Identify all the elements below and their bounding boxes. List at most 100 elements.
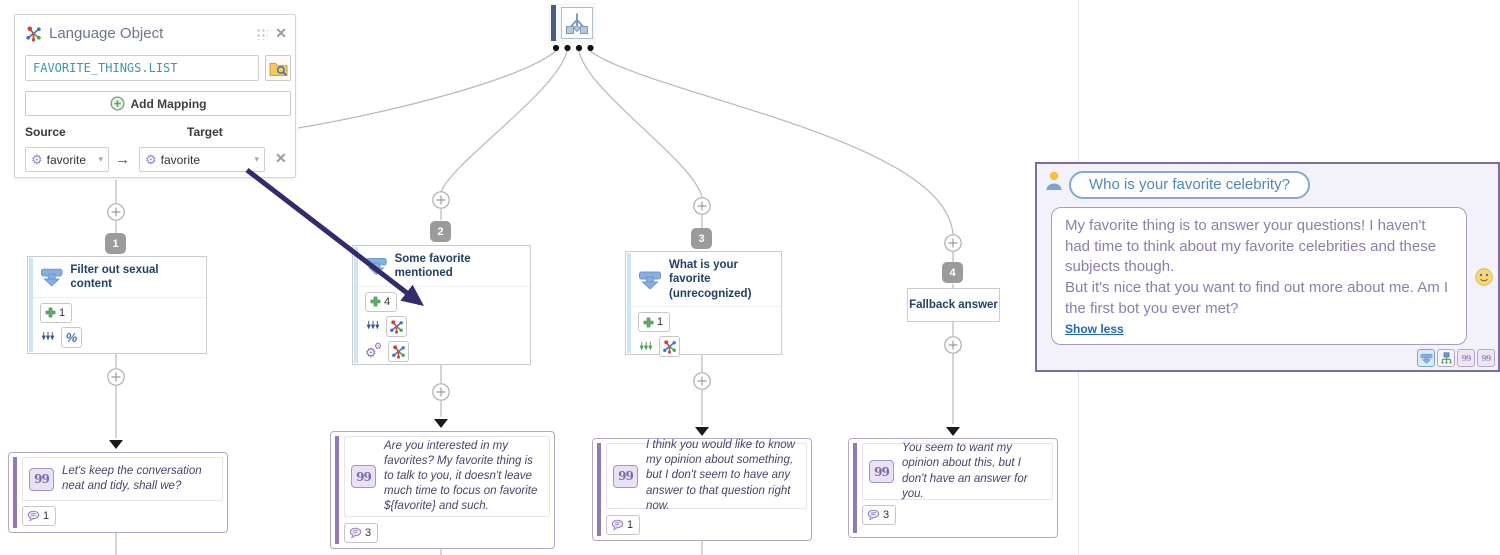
speech-bubble-icon [611, 519, 624, 531]
add-connector[interactable] [693, 372, 711, 390]
flow-arrowheads [109, 419, 960, 449]
answer-variant-button[interactable]: 99 [1477, 349, 1495, 367]
speech-bubble-icon [867, 509, 880, 521]
trigger-node-unrecognized[interactable]: What is your favorite (unrecognized) 1 [625, 251, 782, 358]
answer-text: Let's keep the conversation neat and tid… [62, 464, 202, 492]
source-variable-dropdown[interactable]: ⚙ favorite ▾ [25, 147, 109, 172]
node-title: What is your favorite (unrecognized) [669, 259, 752, 300]
flow-tree-icon [1440, 352, 1453, 365]
gears-icon: ⚙⚙ [365, 341, 383, 361]
batch-arrows-icon [365, 320, 381, 332]
quote-icon: 99 [351, 465, 376, 488]
quote-icon: 99 [29, 467, 54, 491]
answer-count-chip[interactable]: 3 [344, 523, 379, 543]
drag-handle-icon[interactable] [255, 26, 269, 40]
add-connector[interactable] [107, 368, 125, 386]
bot-answer-bubble: My favorite thing is to answer your ques… [1051, 207, 1467, 345]
trigger-icon [40, 267, 63, 287]
chevron-down-icon: ▾ [254, 154, 259, 164]
language-object-icon [25, 25, 42, 42]
add-node-connectors [107, 191, 962, 401]
language-object-icon [662, 339, 677, 354]
goto-trigger-button[interactable] [1417, 349, 1435, 367]
variable-gear-icon: ⚙ [31, 152, 43, 167]
answer-count-chip[interactable]: 1 [606, 515, 641, 535]
trigger-node-filter[interactable]: Filter out sexual content 1 % [27, 256, 207, 354]
branch-order-badge: 4 [942, 262, 963, 283]
example-count-chip[interactable]: 4 [365, 291, 398, 312]
add-connector[interactable] [432, 383, 450, 401]
answer-text: You seem to want my opinion about this, … [902, 442, 1028, 500]
answer-node[interactable]: 99 Let's keep the conversation neat and … [8, 452, 228, 533]
answer-toolbar: 99 99 [1417, 349, 1495, 367]
flow-root-node[interactable] [548, 3, 596, 44]
answer-count-chip[interactable]: 1 [22, 506, 57, 526]
language-object-icon [389, 319, 404, 334]
answer-count-chip[interactable]: 3 [862, 505, 897, 525]
language-object-icon [391, 344, 406, 359]
answer-text: Are you interested in my favorites? My f… [384, 439, 538, 513]
branch-order-badge: 1 [105, 233, 126, 254]
show-less-link[interactable]: Show less [1065, 322, 1124, 337]
target-variable-dropdown[interactable]: ⚙ favorite ▾ [139, 147, 265, 172]
close-panel-icon[interactable]: ✕ [275, 25, 287, 41]
node-title: Some favorite mentioned [394, 253, 471, 280]
quote-icon: 99 [1481, 353, 1491, 363]
flow-root-selection-bar [551, 5, 556, 41]
language-object-chip[interactable] [386, 315, 407, 337]
answer-node[interactable]: 99 You seem to want my opinion about thi… [848, 438, 1058, 538]
remove-mapping-icon[interactable]: ✕ [275, 150, 287, 166]
answer-node[interactable]: 99 I think you would like to know my opi… [592, 438, 812, 541]
language-object-panel: Language Object ✕ Add Mapping Source Tar… [14, 14, 296, 178]
junction-dots [552, 44, 594, 52]
answer-variant-button[interactable]: 99 [1457, 349, 1475, 367]
smiley-icon [1475, 268, 1493, 291]
language-object-chip[interactable] [659, 336, 680, 358]
add-mapping-button[interactable]: Add Mapping [25, 91, 291, 116]
bot-answer-text-2: But it's nice that you want to find out … [1065, 279, 1449, 317]
add-connector[interactable] [944, 336, 962, 354]
trigger-icon [638, 270, 662, 290]
add-connector[interactable] [944, 234, 962, 252]
tryout-chat-panel: Who is your favorite celebrity? My favor… [1035, 162, 1500, 372]
script-condition-chip[interactable]: % [61, 326, 82, 348]
example-count-chip[interactable]: 1 [40, 302, 73, 323]
goto-flow-button[interactable] [1437, 349, 1455, 367]
folder-search-icon [269, 60, 288, 77]
language-object-chip[interactable] [388, 340, 409, 362]
user-avatar-icon [1045, 171, 1063, 191]
percent-icon: % [65, 329, 78, 345]
mapping-arrow-icon: → [115, 151, 130, 168]
batch-arrows-icon [638, 341, 654, 353]
fallback-node[interactable]: Fallback answer [907, 288, 1000, 322]
user-input-bubble[interactable]: Who is your favorite celebrity? [1069, 171, 1310, 199]
language-object-name-input[interactable] [25, 55, 259, 81]
add-connector[interactable] [107, 203, 125, 221]
node-title: Fallback answer [909, 298, 998, 311]
answer-node[interactable]: 99 Are you interested in my favorites? M… [330, 431, 555, 549]
node-title: Filter out sexual content [70, 264, 159, 291]
green-plus-icon [45, 307, 56, 318]
quote-icon: 99 [1461, 353, 1471, 363]
answer-text: I think you would like to know my opinio… [646, 439, 795, 512]
trigger-icon [365, 256, 388, 276]
batch-arrows-icon [40, 331, 56, 343]
speech-bubble-icon [27, 510, 40, 522]
plus-circle-icon [110, 96, 125, 111]
green-plus-icon [370, 296, 381, 307]
example-count-chip[interactable]: 1 [638, 312, 671, 333]
quote-icon: 99 [613, 464, 638, 488]
variable-gear-icon: ⚙ [145, 152, 157, 167]
add-connector[interactable] [432, 191, 450, 209]
source-label: Source [25, 125, 66, 139]
trigger-icon [1420, 353, 1433, 364]
trigger-node-favorite-mentioned[interactable]: Some favorite mentioned 4 ⚙⚙ [352, 245, 531, 365]
add-connector[interactable] [693, 197, 711, 215]
bot-answer-text-1: My favorite thing is to answer your ques… [1065, 217, 1437, 276]
flow-root-icon [561, 7, 593, 39]
panel-title: Language Object [49, 24, 164, 42]
branch-order-badge: 2 [430, 221, 451, 242]
browse-language-object-button[interactable] [265, 55, 291, 81]
